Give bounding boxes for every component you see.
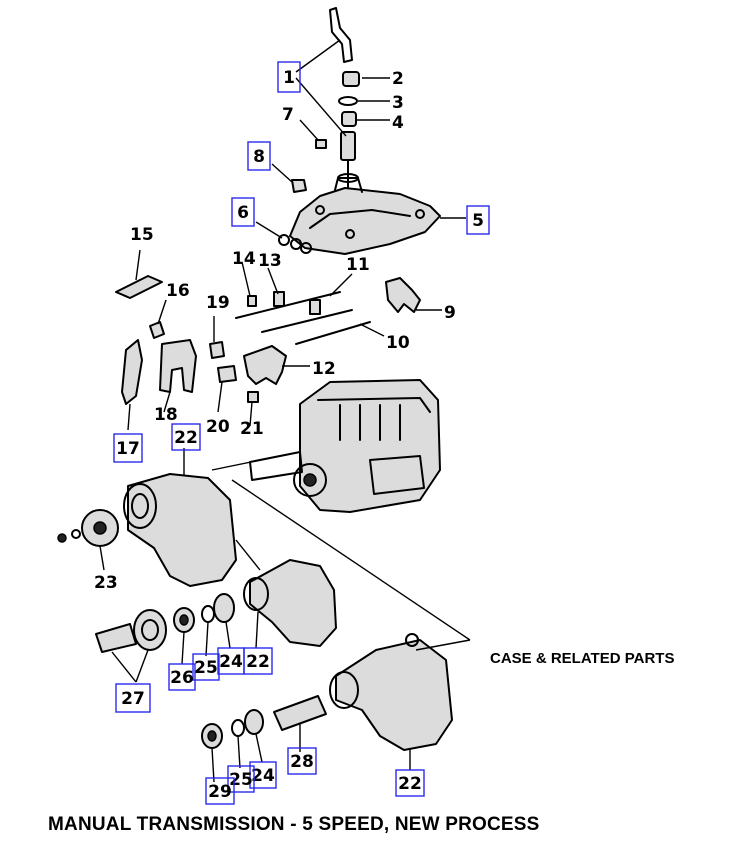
callout-box-c17 — [113, 433, 143, 463]
part-27-yoke — [95, 609, 167, 653]
detent-plugs — [278, 234, 312, 254]
seals-bearings-row-1 — [173, 593, 235, 633]
callout-c8: 8 — [253, 147, 265, 167]
shift-fork-9 — [385, 277, 421, 313]
guide-lines — [211, 451, 471, 651]
part-17-lever — [121, 339, 143, 405]
callout-c15: 15 — [130, 225, 154, 245]
part-15-bracket — [115, 275, 163, 299]
callout-c11: 11 — [346, 255, 370, 275]
callout-c12: 12 — [312, 359, 336, 379]
callout-c24b: 24 — [251, 766, 275, 786]
callout-c17: 17 — [116, 439, 140, 459]
callout-c13: 13 — [258, 251, 282, 271]
callout-box-c22a — [171, 423, 201, 451]
callout-box-c28 — [287, 747, 317, 775]
shift-rails — [235, 291, 371, 345]
callout-c3: 3 — [392, 93, 404, 113]
callout-c4: 4 — [392, 113, 404, 133]
callout-box-c1 — [277, 61, 301, 93]
shift-fork-12 — [243, 345, 287, 385]
callout-box-c25b — [227, 765, 255, 793]
callout-box-c8 — [247, 141, 271, 171]
part-19-clip — [209, 341, 225, 359]
callout-c7: 7 — [282, 105, 294, 125]
top-cover — [289, 173, 441, 255]
callout-box-c22c — [395, 769, 425, 797]
callout-c22a: 22 — [174, 428, 198, 448]
callout-c26: 26 — [170, 668, 194, 688]
callout-box-c6 — [231, 197, 255, 227]
callout-c19: 19 — [206, 293, 230, 313]
callout-c22c: 22 — [398, 774, 422, 794]
leader-lines — [99, 39, 466, 783]
callout-c23: 23 — [94, 573, 118, 593]
callout-c28: 28 — [290, 752, 314, 772]
extension-housing-3 — [329, 633, 453, 751]
part-23-flange — [57, 509, 119, 547]
callout-c25a: 25 — [194, 658, 218, 678]
callout-c21: 21 — [240, 419, 264, 439]
part-21-pin — [247, 391, 259, 403]
callout-c22b: 22 — [246, 652, 270, 672]
diagram-title: MANUAL TRANSMISSION - 5 SPEED, NEW PROCE… — [48, 814, 540, 835]
callout-c24a: 24 — [219, 652, 243, 672]
callout-c27: 27 — [121, 689, 145, 709]
callout-c1: 1 — [283, 68, 295, 88]
callout-c9: 9 — [444, 303, 456, 323]
callout-box-c25a — [192, 653, 220, 681]
section-label: CASE & RELATED PARTS — [490, 650, 675, 667]
callout-c2: 2 — [392, 69, 404, 89]
callout-c5: 5 — [472, 211, 484, 231]
callout-c6: 6 — [237, 203, 249, 223]
callout-box-c5 — [466, 205, 490, 235]
callout-box-c29 — [205, 777, 235, 805]
callout-box-c24b — [249, 761, 277, 789]
shift-lever — [329, 7, 360, 191]
callout-box-c24a — [217, 647, 245, 675]
part-7-bolt — [315, 139, 327, 149]
seals-bearings-row-2 — [201, 709, 264, 749]
part-20-block — [217, 365, 237, 383]
part-28-sleeve — [273, 695, 327, 731]
part-16-pin — [149, 321, 165, 339]
callout-box-c27 — [115, 683, 151, 713]
callout-c25b: 25 — [229, 770, 253, 790]
callout-box-c26 — [168, 663, 196, 691]
part-18-fork — [159, 339, 197, 393]
callout-c10: 10 — [386, 333, 410, 353]
extension-housing-2 — [243, 559, 337, 647]
callout-c16: 16 — [166, 281, 190, 301]
callout-c20: 20 — [206, 417, 230, 437]
transmission-case — [249, 379, 441, 513]
callout-c29: 29 — [208, 782, 232, 802]
part-8-plug — [291, 179, 307, 193]
callout-c18: 18 — [154, 405, 178, 425]
callout-c14: 14 — [232, 249, 256, 269]
extension-housing-1 — [123, 473, 237, 587]
